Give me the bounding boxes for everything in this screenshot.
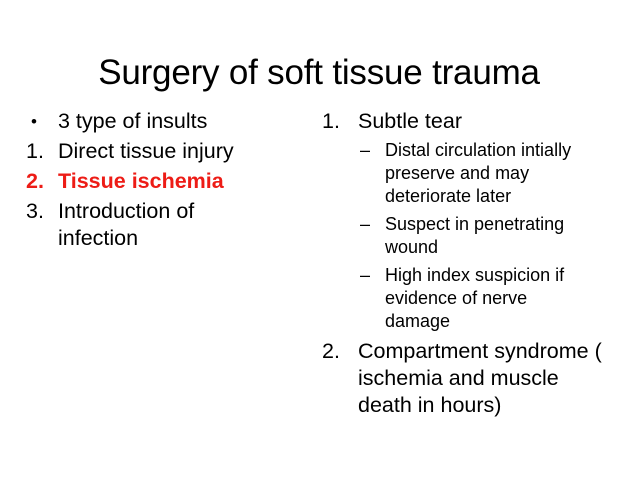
list-marker: 3.: [26, 199, 44, 223]
right-content-column: 1. Subtle tear – Distal circulation inti…: [322, 108, 612, 423]
sub-list-item-label: High index suspicion if evidence of nerv…: [385, 265, 565, 331]
list-marker: 2.: [26, 169, 44, 193]
bullet-icon: •: [31, 112, 37, 131]
list-item-label: Compartment syndrome ( ischemia and musc…: [358, 339, 602, 417]
dash-bullet-icon: –: [360, 265, 371, 285]
sub-list-item-label: Suspect in penetrating wound: [385, 214, 565, 257]
page-title: Surgery of soft tissue trauma: [98, 53, 540, 93]
list-item-label: 3 type of insults: [58, 109, 208, 133]
list-item: 1. Direct tissue injury: [26, 138, 308, 165]
list-item: • 3 type of insults: [26, 108, 308, 135]
slide-body: • 3 type of insults 1. Direct tissue inj…: [0, 108, 638, 468]
list-item-highlighted: 2. Tissue ischemia: [26, 168, 308, 195]
list-item-label: Tissue ischemia: [58, 169, 224, 193]
sub-list-item-label: Distal circulation intially preserve and…: [385, 140, 572, 206]
sub-list-item: – Distal circulation intially preserve a…: [322, 139, 612, 208]
list-item-label: Direct tissue injury: [58, 139, 234, 163]
sub-list-item: – High index suspicion if evidence of ne…: [322, 264, 612, 333]
list-item: 1. Subtle tear: [322, 108, 612, 135]
list-marker: 1.: [26, 139, 44, 163]
dash-bullet-icon: –: [360, 214, 371, 234]
list-item: 2. Compartment syndrome ( ischemia and m…: [322, 338, 612, 419]
list-marker: 2.: [322, 339, 340, 363]
list-item: 3. Introduction of infection: [26, 198, 308, 252]
list-item-label: Introduction of infection: [58, 199, 195, 250]
list-marker: 1.: [322, 109, 340, 133]
dash-bullet-icon: –: [360, 140, 371, 160]
left-content-column: • 3 type of insults 1. Direct tissue inj…: [26, 108, 308, 255]
sub-list-item: – Suspect in penetrating wound: [322, 213, 612, 259]
list-item-label: Subtle tear: [358, 109, 462, 133]
